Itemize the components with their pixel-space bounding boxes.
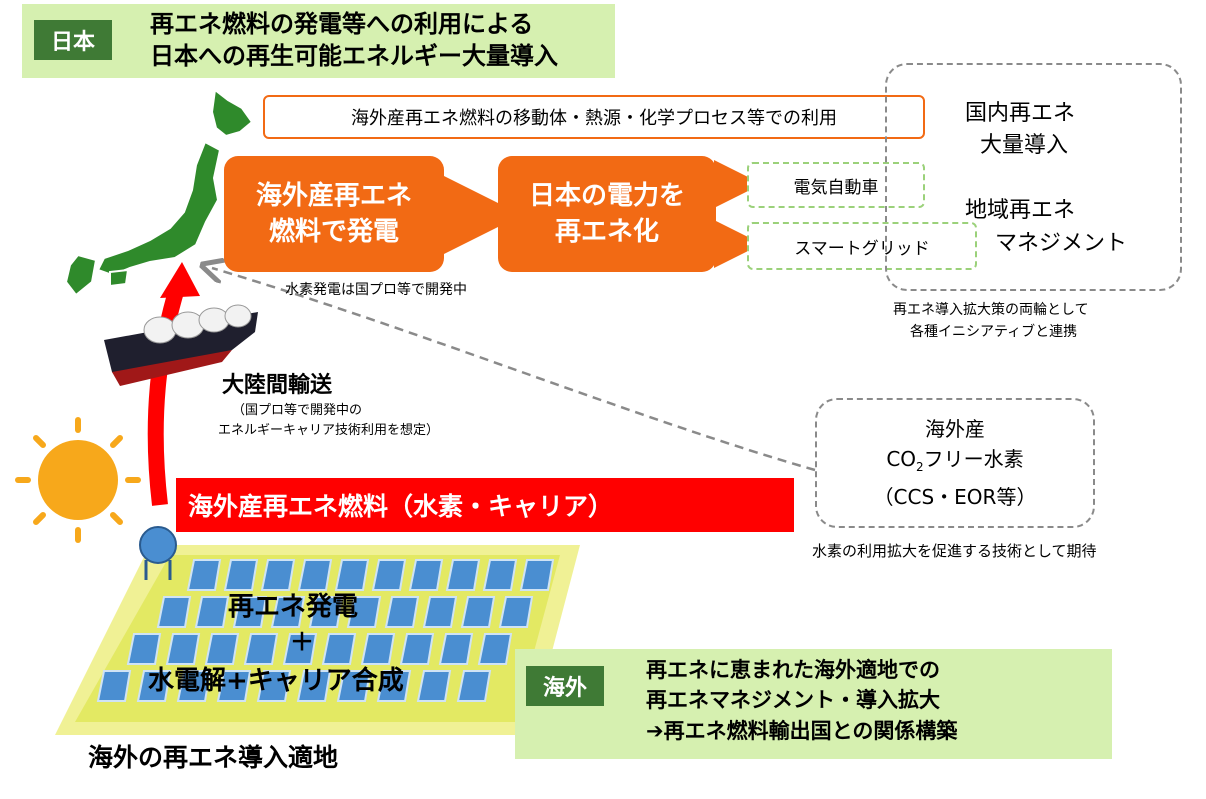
- domestic-line3: 地域再エネ: [965, 198, 1076, 223]
- japan-map-icon: [64, 88, 254, 297]
- solar-panel-icon: [186, 559, 222, 591]
- solar-panel-icon: [156, 596, 192, 628]
- solar-panel-icon: [176, 670, 212, 702]
- header-band: [22, 4, 615, 78]
- solar-panel-icon: [270, 596, 306, 628]
- solar-panel-icon: [165, 633, 201, 665]
- site-line1: 再エネ発電: [228, 592, 359, 622]
- power-box-line1: 海外産再エネ: [255, 181, 412, 211]
- hydrogen-power-note: 水素発電は国プロ等で開発中: [285, 282, 467, 298]
- solar-panel-icon: [136, 670, 172, 702]
- site-caption: 海外の再エネ導入適地: [88, 743, 339, 772]
- overseas-line2: 再エネマネジメント・導入拡大: [646, 688, 940, 712]
- lng-ship-icon: [104, 304, 258, 386]
- solar-field-icon: [55, 545, 580, 735]
- solar-panel-icon: [371, 559, 407, 591]
- solar-panel-icon: [519, 559, 555, 591]
- co2free-arrow: [212, 268, 816, 472]
- transport-note-line1: （国プロ等で開発中の: [232, 403, 363, 418]
- solar-panel-icon: [334, 559, 370, 591]
- co2free-line3: （CCS・EOR等）: [873, 485, 1037, 509]
- solar-panel-icon: [297, 559, 333, 591]
- solar-panel-icon: [308, 596, 344, 628]
- smartgrid-box: スマートグリッド: [747, 222, 977, 270]
- domestic-note-line2: 各種イニシアティブと連携: [910, 324, 1078, 340]
- solar-panel-icon: [232, 596, 268, 628]
- solar-panel-icon: [296, 670, 332, 702]
- co2free-line1: 海外産: [925, 417, 985, 441]
- solar-panel-icon: [408, 559, 444, 591]
- overseas-tag: 海外: [526, 666, 604, 706]
- transport-note-line2: エネルギーキャリア技術利用を想定）: [218, 423, 440, 438]
- solar-panel-icon: [96, 670, 132, 702]
- solar-panel-icon: [256, 670, 292, 702]
- solar-panel-icon: [194, 596, 230, 628]
- overseas-line1: 再エネに恵まれた海外適地での: [646, 658, 940, 682]
- co2free-line2: CO2フリー水素: [886, 447, 1024, 474]
- solar-panel-icon: [482, 559, 518, 591]
- co2free-box: 海外産 CO2フリー水素 （CCS・EOR等）: [815, 398, 1095, 528]
- overseas-line3: ➔再エネ燃料輸出国との関係構築: [646, 719, 958, 743]
- solar-panel-icon: [204, 633, 240, 665]
- solar-panel-icon: [422, 596, 458, 628]
- storage-tank-icon: [139, 526, 177, 580]
- solar-panel-icon: [223, 559, 259, 591]
- site-line3: 水電解+キャリア合成: [148, 666, 404, 696]
- header-title-line2: 日本への再生可能エネルギー大量導入: [150, 42, 558, 70]
- japan-tag: 日本: [34, 20, 112, 60]
- domestic-note-line1: 再エネ導入拡大策の両輪として: [893, 302, 1089, 318]
- solar-panel-icon: [399, 633, 435, 665]
- power-box-line2: 燃料で発電: [268, 217, 399, 247]
- transport-title: 大陸間輸送: [222, 373, 333, 398]
- co2free-note: 水素の利用拡大を促進する技術として期待: [812, 542, 1097, 560]
- sun-icon: [15, 417, 141, 543]
- solar-panel-icon: [438, 633, 474, 665]
- grid-box-line2: 再エネ化: [554, 217, 659, 247]
- solar-panel-icon: [346, 596, 382, 628]
- overseas-band: [515, 649, 1112, 759]
- solar-panel-icon: [384, 596, 420, 628]
- site-line2: ＋: [290, 628, 314, 656]
- solar-panel-icon: [460, 596, 496, 628]
- ev-box: 電気自動車: [747, 162, 925, 208]
- solar-panel-icon: [445, 559, 481, 591]
- domestic-line2: 大量導入: [980, 133, 1069, 158]
- solar-panel-icon: [416, 670, 452, 702]
- solar-panel-icon: [282, 633, 318, 665]
- solar-panel-icon: [243, 633, 279, 665]
- header-title-line1: 再エネ燃料の発電等への利用による: [150, 10, 534, 38]
- grid-box-line1: 日本の電力を: [528, 181, 685, 211]
- solar-panel-icon: [260, 559, 296, 591]
- solar-panel-icon: [376, 670, 412, 702]
- domestic-line1: 国内再エネ: [965, 101, 1076, 126]
- power-generation-box: 海外産再エネ 燃料で発電: [224, 156, 444, 272]
- solar-panel-icon: [477, 633, 513, 665]
- domestic-box: [885, 63, 1182, 291]
- usage-box: 海外産再エネ燃料の移動体・熱源・化学プロセス等での利用: [263, 95, 925, 139]
- transport-arrow: [147, 282, 186, 506]
- solar-panel-icon: [216, 670, 252, 702]
- solar-panel-icon: [360, 633, 396, 665]
- solar-panel-icon: [126, 633, 162, 665]
- solar-panel-icon: [498, 596, 534, 628]
- solar-panel-icon: [336, 670, 372, 702]
- solar-panel-icon: [456, 670, 492, 702]
- domestic-line4: マネジメント: [995, 231, 1128, 256]
- fuel-band: 海外産再エネ燃料（水素・キャリア）: [176, 478, 794, 532]
- grid-renewable-box: 日本の電力を 再エネ化: [498, 156, 716, 272]
- solar-panel-icon: [321, 633, 357, 665]
